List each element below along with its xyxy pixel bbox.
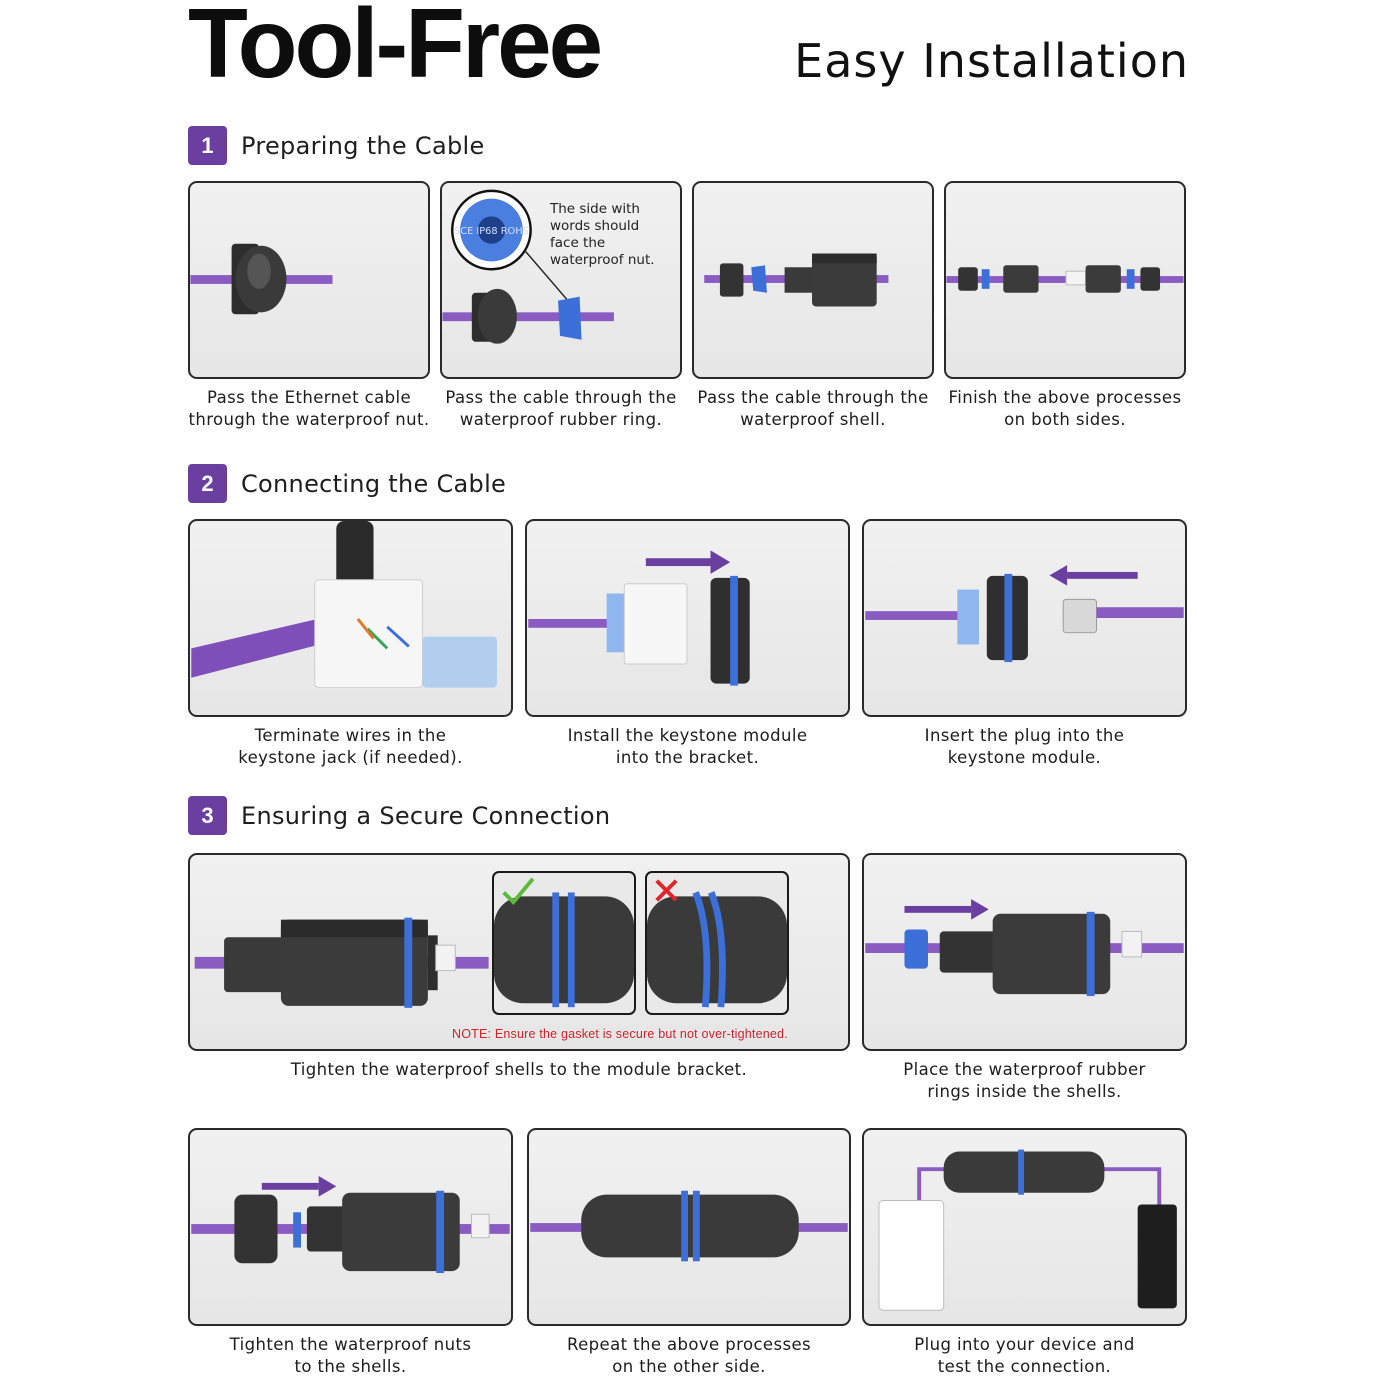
ring-label: SCE IP68 ROHS	[454, 226, 529, 237]
caption: Tighten the waterproof shells to the mod…	[290, 1060, 748, 1079]
both-sides-illustration	[946, 265, 1184, 293]
arrow-icon	[645, 550, 731, 574]
image-panel-tighten-nuts	[188, 1128, 513, 1326]
arrow-icon	[904, 899, 989, 920]
arrow-icon	[1049, 565, 1138, 586]
image-panel-test-connection	[862, 1128, 1187, 1326]
gasket-note: NOTE: Ensure the gasket is secure but no…	[452, 1027, 788, 1041]
arrow-icon	[261, 1176, 337, 1197]
rubber-rings-illustration	[865, 899, 1184, 997]
tighten-nuts-illustration	[191, 1176, 510, 1274]
image-panel-both-sides	[944, 181, 1186, 379]
tighten-shells-illustration	[194, 917, 489, 1008]
correct-example-inset	[492, 871, 636, 1015]
step-number-badge: 1	[188, 126, 227, 165]
image-panel-rubber-rings	[862, 853, 1187, 1051]
test-connection-illustration	[878, 1149, 1177, 1311]
image-panel-insert-plug	[862, 519, 1187, 717]
step-number-badge: 2	[188, 464, 227, 503]
ring-callout-text: The side with words should face the wate…	[550, 201, 655, 268]
image-panel-other-side	[527, 1128, 851, 1326]
cable-nut-illustration	[190, 243, 333, 315]
step-title: Ensuring a Secure Connection	[241, 801, 611, 830]
other-side-illustration	[530, 1190, 848, 1262]
image-panel-tighten-shells: NOTE: Ensure the gasket is secure but no…	[188, 853, 850, 1051]
incorrect-example-illustration	[647, 879, 787, 1008]
step-3-heading: 3 Ensuring a Secure Connection	[188, 796, 610, 835]
step-title: Connecting the Cable	[241, 469, 507, 498]
incorrect-example-inset	[645, 871, 789, 1015]
step-1-heading: 1 Preparing the Cable	[188, 126, 485, 165]
step-number-badge: 3	[188, 796, 227, 835]
page-title: Tool-Free	[188, 0, 603, 98]
image-panel-shell	[692, 181, 934, 379]
keystone-jack-illustration	[191, 521, 497, 689]
image-panel-install-keystone	[525, 519, 850, 717]
rubber-ring-illustration: SCE IP68 ROHS	[442, 189, 614, 344]
install-keystone-illustration	[528, 550, 750, 686]
correct-example-illustration	[494, 877, 634, 1008]
step-2-heading: 2 Connecting the Cable	[188, 464, 506, 503]
image-panel-rubber-ring: SCE IP68 ROHS The side with words should…	[440, 181, 682, 379]
image-panel-terminate-wires	[188, 519, 513, 717]
insert-plug-illustration	[865, 565, 1184, 663]
shell-illustration	[704, 253, 889, 307]
image-panel-pass-cable-nut	[188, 181, 430, 379]
checkmark-icon	[502, 877, 535, 906]
step-title: Preparing the Cable	[241, 131, 485, 160]
page-subtitle: Easy Installation	[794, 34, 1189, 88]
cross-icon	[655, 879, 678, 902]
